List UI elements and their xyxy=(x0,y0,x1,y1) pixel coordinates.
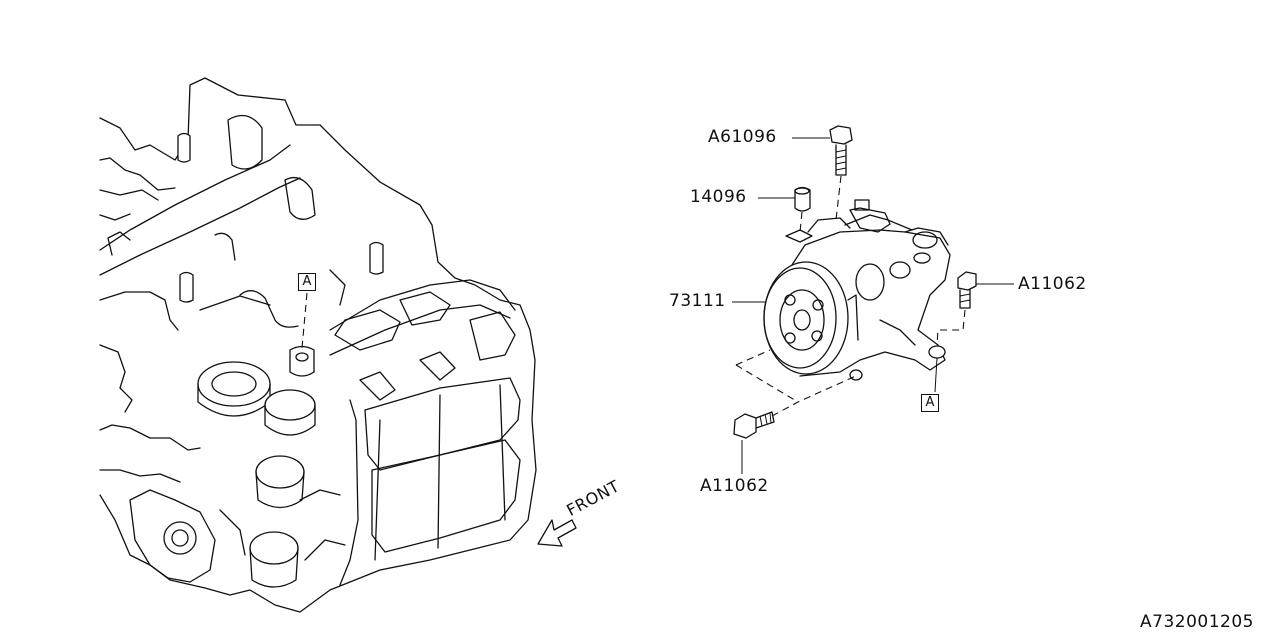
part-label-a11062-lower: A11062 xyxy=(700,476,769,496)
part-label-a11062-right: A11062 xyxy=(1018,274,1087,294)
front-arrow-icon xyxy=(537,519,577,547)
reference-mark-engine: A xyxy=(298,273,316,291)
bolt-a61096-icon xyxy=(829,125,853,176)
engine-illustration xyxy=(99,77,537,613)
compressor-illustration xyxy=(763,199,951,381)
part-label-14096: 14096 xyxy=(690,187,747,207)
bolt-a11062-right-icon xyxy=(957,271,977,309)
bolt-a11062-lower-icon xyxy=(733,411,775,439)
part-label-73111: 73111 xyxy=(669,291,726,311)
reference-mark-compressor: A xyxy=(921,394,939,412)
collar-14096-icon xyxy=(794,186,811,212)
part-label-a61096: A61096 xyxy=(708,127,777,147)
figure-id: A732001205 xyxy=(1140,612,1254,632)
